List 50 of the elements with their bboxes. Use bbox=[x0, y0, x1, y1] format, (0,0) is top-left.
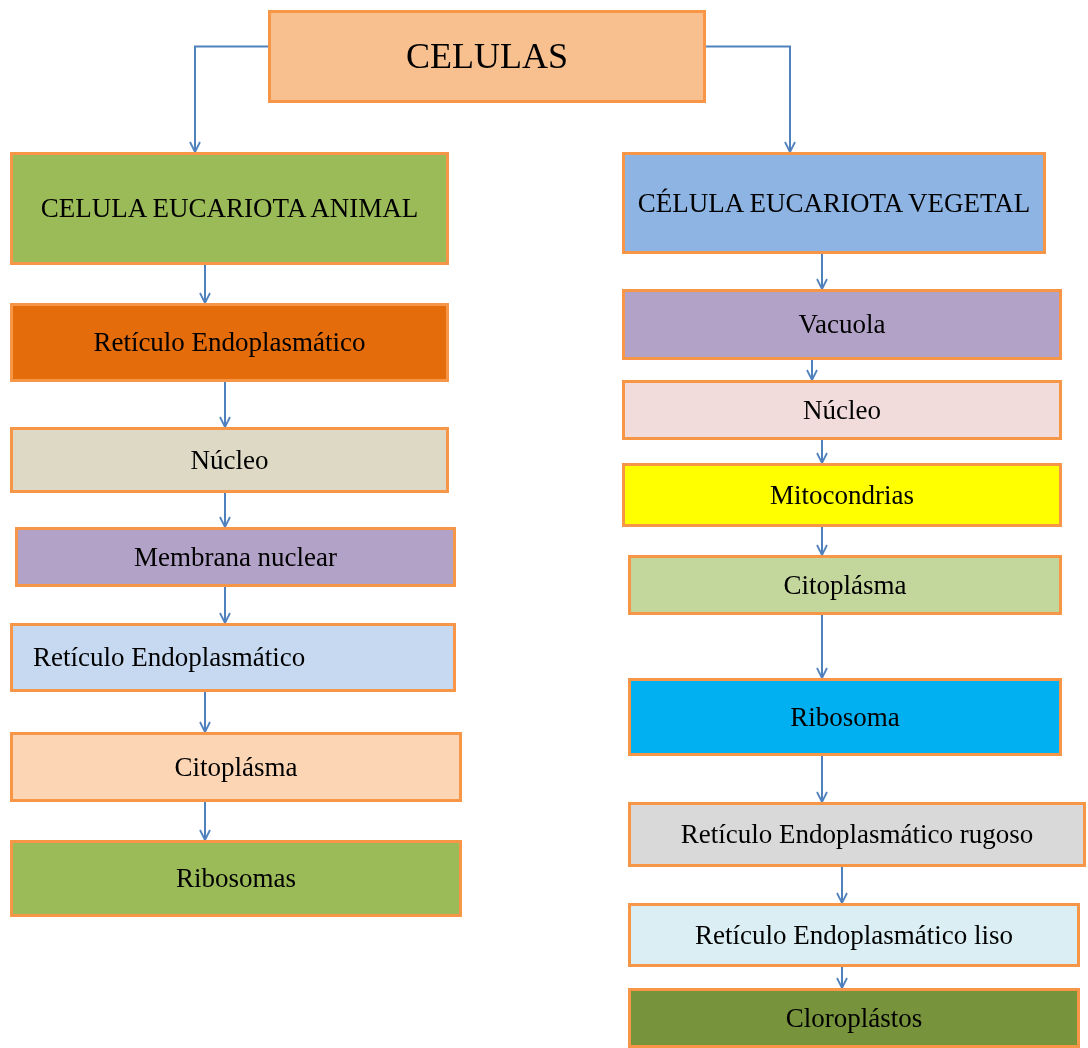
concept-box bbox=[628, 678, 1062, 756]
box-label: CELULA EUCARIOTA ANIMAL bbox=[40, 192, 419, 226]
box-label: Membrana nuclear bbox=[133, 540, 338, 574]
arrow bbox=[816, 755, 828, 803]
arrow bbox=[705, 45, 796, 153]
title-box bbox=[268, 10, 706, 103]
box-label: Núcleo bbox=[803, 393, 881, 427]
box-label: Vacuola bbox=[798, 308, 886, 342]
box-label: Ribosoma bbox=[790, 700, 900, 734]
box-label: Citoplásma bbox=[174, 750, 298, 784]
arrow bbox=[219, 586, 231, 624]
arrow bbox=[199, 801, 211, 841]
concept-box bbox=[628, 988, 1080, 1048]
concept-box bbox=[10, 732, 462, 802]
box-label: Mitocondrias bbox=[770, 478, 914, 512]
arrow bbox=[199, 691, 211, 733]
arrow bbox=[219, 492, 231, 528]
box-label: CÉLULA EUCARIOTA VEGETAL bbox=[637, 186, 1031, 220]
concept-box bbox=[622, 152, 1046, 254]
arrow bbox=[816, 253, 828, 290]
box-label: Retículo Endoplasmático bbox=[33, 641, 306, 675]
arrow bbox=[836, 966, 848, 989]
box-label: Retículo Endoplasmático bbox=[93, 326, 366, 360]
concept-box bbox=[10, 303, 449, 382]
arrow bbox=[189, 45, 269, 153]
concept-box bbox=[622, 463, 1062, 527]
box-label: Núcleo bbox=[190, 443, 269, 477]
arrow bbox=[816, 614, 828, 679]
concept-box bbox=[15, 527, 456, 587]
box-label: Cloroplástos bbox=[785, 1001, 923, 1035]
box-label: Citoplásma bbox=[783, 568, 907, 602]
concept-box bbox=[628, 903, 1080, 967]
arrow bbox=[219, 381, 231, 428]
box-label: CELULAS bbox=[406, 35, 568, 79]
arrow bbox=[816, 526, 828, 556]
arrow bbox=[806, 359, 818, 381]
arrow bbox=[816, 439, 828, 464]
concept-box bbox=[10, 152, 449, 265]
arrow bbox=[836, 866, 848, 904]
concept-box bbox=[10, 623, 456, 692]
box-label: Retículo Endoplasmático liso bbox=[695, 918, 1013, 952]
concept-box bbox=[622, 289, 1062, 360]
concept-box bbox=[628, 555, 1062, 615]
concept-box bbox=[622, 380, 1062, 440]
arrow bbox=[199, 264, 211, 304]
concept-box bbox=[10, 840, 462, 917]
box-label: Retículo Endoplasmático rugoso bbox=[680, 818, 1034, 852]
concept-box bbox=[628, 802, 1086, 867]
concept-box bbox=[10, 427, 449, 493]
box-label: Ribosomas bbox=[176, 862, 296, 896]
